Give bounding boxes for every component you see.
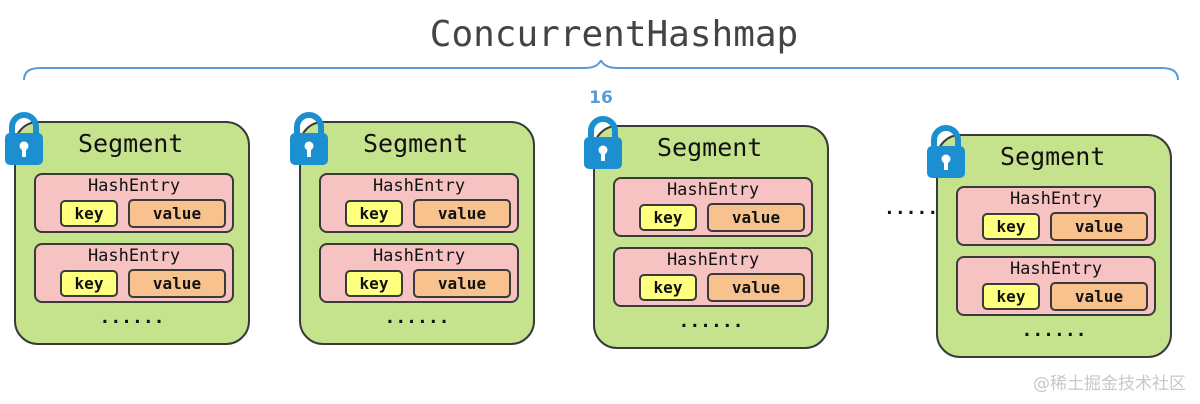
entry-key-box: key — [982, 283, 1040, 310]
segment-count-label: 16 — [589, 88, 613, 108]
entry-key-box: key — [345, 270, 403, 297]
segment-label: Segment — [363, 129, 469, 158]
site-watermark: @稀土掘金技术社区 — [1033, 374, 1186, 394]
entry-value-box: value — [707, 273, 805, 302]
hash-entry-label: HashEntry — [666, 180, 760, 200]
hash-entry-label: HashEntry — [1009, 189, 1103, 209]
entry-value-box: value — [1050, 282, 1148, 311]
entry-key-box: key — [60, 200, 118, 227]
segment-box: Segment HashEntry key value HashEntry ke… — [927, 125, 1172, 358]
hash-entry: HashEntry key value — [956, 186, 1156, 246]
segment-box: Segment HashEntry key value HashEntry ke… — [290, 112, 535, 345]
hash-entry: HashEntry key value — [956, 256, 1156, 316]
entry-value-box: value — [1050, 212, 1148, 241]
lock-icon — [5, 112, 43, 165]
hash-entry: HashEntry key value — [319, 173, 519, 233]
entries-ellipsis: ...... — [384, 307, 450, 328]
entry-key-box: key — [639, 204, 697, 231]
entry-key-box: key — [982, 213, 1040, 240]
hash-entry: HashEntry key value — [613, 177, 813, 237]
lock-icon — [290, 112, 328, 165]
entry-value-box: value — [128, 269, 226, 298]
entry-value-box: value — [413, 269, 511, 298]
hash-entry: HashEntry key value — [34, 173, 234, 233]
lock-icon — [584, 116, 622, 169]
entry-key-box: key — [345, 200, 403, 227]
entry-key-box: key — [639, 274, 697, 301]
hash-entry-label: HashEntry — [87, 246, 181, 266]
entry-value-box: value — [707, 203, 805, 232]
lock-icon — [927, 125, 965, 178]
hash-entry: HashEntry key value — [319, 243, 519, 303]
entries-ellipsis: ...... — [678, 311, 744, 332]
hash-entry-label: HashEntry — [1009, 259, 1103, 279]
segment-label: Segment — [78, 129, 184, 158]
hash-entry-label: HashEntry — [372, 246, 466, 266]
hash-entry-label: HashEntry — [372, 176, 466, 196]
segment-box: Segment HashEntry key value HashEntry ke… — [5, 112, 250, 345]
hash-entry-label: HashEntry — [87, 176, 181, 196]
segment-box: Segment HashEntry key value HashEntry ke… — [584, 116, 829, 349]
more-segments-ellipsis: ...... — [884, 198, 950, 219]
segment-label: Segment — [1000, 142, 1106, 171]
hash-entry: HashEntry key value — [34, 243, 234, 303]
entries-ellipsis: ...... — [1021, 320, 1087, 341]
segment-label: Segment — [657, 133, 763, 162]
hash-entry: HashEntry key value — [613, 247, 813, 307]
diagram-title: ConcurrentHashmap — [429, 14, 799, 55]
entries-ellipsis: ...... — [99, 307, 165, 328]
entry-value-box: value — [128, 199, 226, 228]
entry-value-box: value — [413, 199, 511, 228]
segments-brace — [23, 60, 1179, 81]
hash-entry-label: HashEntry — [666, 250, 760, 270]
entry-key-box: key — [60, 270, 118, 297]
